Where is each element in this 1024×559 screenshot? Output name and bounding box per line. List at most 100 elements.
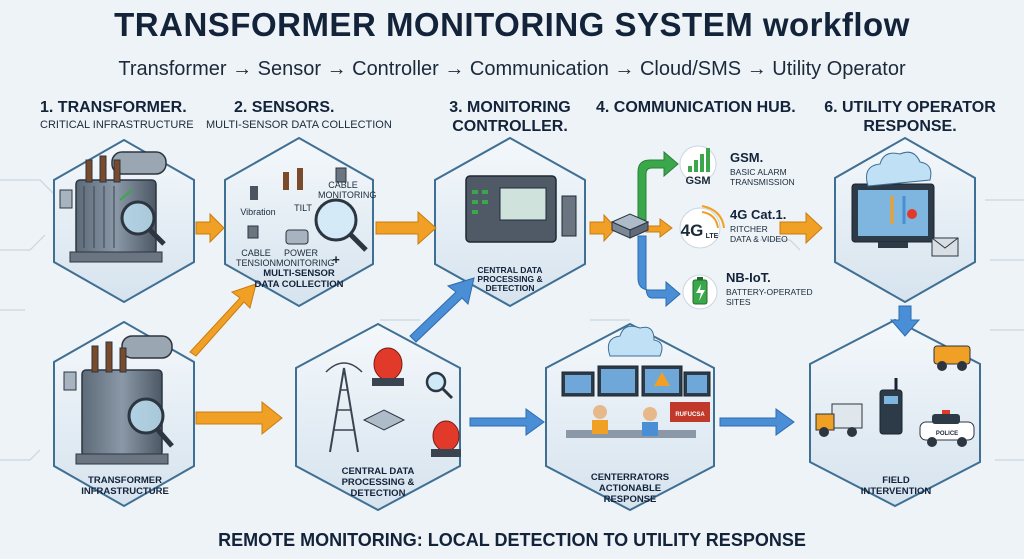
arrow-hub-nbiot xyxy=(637,235,681,308)
step-3-heading-line2: CONTROLLER. xyxy=(452,118,568,135)
lte-title: 4G Cat.1. xyxy=(730,207,787,222)
sensor-tilt: TILT xyxy=(294,203,312,213)
sensor-cable-tension-line2: TENSION xyxy=(236,258,277,268)
gsm-desc: BASIC ALARM TRANSMISSION xyxy=(730,167,795,187)
gsm-title: GSM. xyxy=(730,150,764,165)
bottom-center-line3: RESPONSE xyxy=(603,494,657,505)
gsm-desc-line2: TRANSMISSION xyxy=(730,177,795,187)
sensor-cable-monitoring-line2: MONITORING xyxy=(318,190,377,200)
step-6-heading: 6. UTILITY OPERATOR RESPONSE. xyxy=(822,98,998,136)
step-1-heading: 1. TRANSFORMER. xyxy=(40,99,187,116)
sensors-illustration xyxy=(247,167,368,252)
arrow-2-3 xyxy=(375,210,437,246)
lte-icon-label: 4G xyxy=(681,221,704,240)
arrow-bottom-1-2 xyxy=(195,400,283,436)
hub-router xyxy=(610,213,650,239)
sensor-cable-tension: CABLE TENSION xyxy=(236,248,276,268)
bottom-field-line1: FIELD xyxy=(882,475,910,486)
sensor-vibration: Vibration xyxy=(240,207,276,217)
sensor-power-monitoring-line2: MONITORING xyxy=(276,258,335,268)
police-car-icon xyxy=(919,410,975,447)
controller-caption: CENTRAL DATA PROCESSING & DETECTION xyxy=(460,266,560,293)
arrow-bottom-5-6 xyxy=(719,408,795,436)
map-pin-icon xyxy=(907,209,917,219)
sensor-caption-line2: DATA COLLECTION xyxy=(254,279,344,290)
sensor-power-monitoring-line1: POWER xyxy=(283,248,318,258)
transformer-bottom-illustration xyxy=(63,335,174,465)
magnifier-bottom-icon xyxy=(127,397,165,435)
field-illustration xyxy=(815,345,975,447)
sensor-caption: MULTI-SENSOR DATA COLLECTION xyxy=(249,268,349,290)
police-label: POLICE xyxy=(936,431,958,437)
arrow-1-2 xyxy=(195,212,225,244)
lte-desc-line2: DATA & VIDEO xyxy=(730,234,788,244)
bottom-detection-line3: DETECTION xyxy=(350,488,406,499)
nbiot-desc-line1: BATTERY-OPERATED xyxy=(726,287,813,297)
step-2-heading: 2. SENSORS. xyxy=(234,99,335,116)
control-center-illustration xyxy=(561,325,711,438)
lte-icon xyxy=(679,205,725,249)
sensor-cable-monitoring-line1: CABLE xyxy=(328,180,358,190)
arrow-bottom-up-sensors xyxy=(189,283,257,357)
footer-caption: REMOTE MONITORING: LOCAL DETECTION TO UT… xyxy=(218,530,806,550)
gsm-icon xyxy=(679,145,717,183)
arrow-bottom-3-5 xyxy=(469,408,545,436)
arrow-operator-down xyxy=(889,305,921,337)
sensor-power-monitoring: POWER MONITORING xyxy=(276,248,335,268)
lte-desc-line1: RITCHER xyxy=(730,224,768,234)
page-title: TRANSFORMER MONITORING SYSTEM workflow xyxy=(114,6,910,43)
nbiot-title: NB-IoT. xyxy=(726,270,771,285)
arrow-hub-gsm xyxy=(637,150,679,221)
radio-icon xyxy=(879,378,903,435)
page-subtitle: Transformer → Sensor → Controller → Comm… xyxy=(118,58,906,80)
lte-desc: RITCHER DATA & VIDEO xyxy=(730,224,788,244)
bottom-center-line1: CENTERRATORS xyxy=(590,472,670,483)
step-2-sub: MULTI-SENSOR DATA COLLECTION xyxy=(206,119,392,131)
nbiot-desc: BATTERY-OPERATED SITES xyxy=(726,287,813,307)
sensor-caption-line1: MULTI-SENSOR xyxy=(263,268,335,279)
magnifier-icon xyxy=(120,200,156,236)
jeep-icon xyxy=(933,345,971,371)
sensor-plus: + xyxy=(332,252,340,267)
bottom-transformer-line2: INFRASTRUCTURE xyxy=(81,486,169,497)
step-3-heading-line1: 3. MONITORING xyxy=(449,99,571,116)
step-6-heading-line2: RESPONSE. xyxy=(863,118,957,135)
transformer-top-illustration xyxy=(59,151,167,263)
controller-caption-line3: DETECTION xyxy=(485,283,535,293)
bottom-transformer-line1: TRANSFORMER xyxy=(88,475,162,486)
sensor-cable-monitoring: CABLE MONITORING xyxy=(318,180,377,200)
sensor-cable-tension-line1: CABLE xyxy=(241,248,271,258)
controller-caption-line2: PROCESSING & xyxy=(477,274,543,284)
bottom-transformer-caption: TRANSFORMER INFRASTRUCTURE xyxy=(70,475,180,497)
arrow-3-4 xyxy=(589,213,617,243)
bottom-detection-line1: CENTRAL DATA xyxy=(341,466,415,477)
search-small-icon xyxy=(425,371,447,393)
alarm-light-icon xyxy=(373,347,403,381)
step-1-sub: CRITICAL INFRASTRUCTURE xyxy=(40,119,194,131)
step-6-heading-line1: 6. UTILITY OPERATOR xyxy=(824,99,996,116)
utility-truck-icon xyxy=(815,403,863,437)
arrow-4-6 xyxy=(779,211,823,245)
controller-caption-line1: CENTRAL DATA xyxy=(477,265,543,275)
gsm-desc-line1: BASIC ALARM xyxy=(730,167,787,177)
bottom-center-caption: CENTERRATORS ACTIONABLE RESPONSE xyxy=(580,472,680,505)
nbiot-desc-line2: SITES xyxy=(726,297,751,307)
bottom-field-caption: FIELD INTERVENTION xyxy=(846,475,946,497)
gsm-icon-label: GSM xyxy=(685,175,710,187)
arrow-hub-lte xyxy=(645,218,673,238)
detection-illustration xyxy=(325,347,461,457)
battery-icon xyxy=(682,274,718,310)
bottom-center-line2: ACTIONABLE xyxy=(598,483,662,494)
flow-arrows xyxy=(189,150,921,436)
operator-monitor-illustration xyxy=(851,151,959,257)
screen-badge: RUFUCSA xyxy=(675,412,705,418)
alarm-light-2-icon xyxy=(432,420,460,452)
sensor-magnifier-icon xyxy=(314,198,358,242)
lte-icon-sub: LTE xyxy=(706,233,719,240)
bottom-detection-caption: CENTRAL DATA PROCESSING & DETECTION xyxy=(328,466,428,499)
bottom-field-line2: INTERVENTION xyxy=(860,486,932,497)
bottom-detection-line2: PROCESSING & xyxy=(341,477,415,488)
arrow-detect-up xyxy=(409,277,475,343)
step-3-heading: 3. MONITORING CONTROLLER. xyxy=(448,98,572,136)
